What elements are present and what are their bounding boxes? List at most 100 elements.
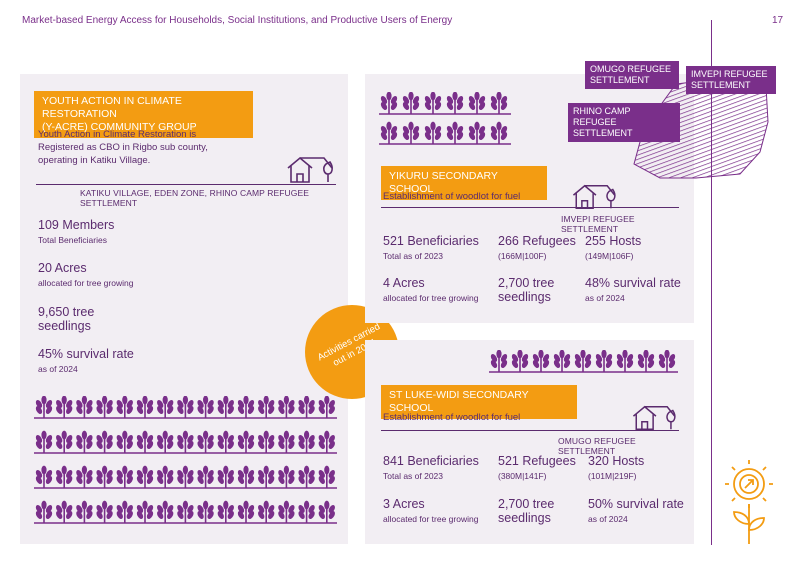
seedling-icon: [446, 92, 464, 114]
vertical-divider: [711, 20, 712, 545]
seedling-icon: [318, 465, 335, 488]
seedling-icon: [56, 500, 73, 523]
yikuru-location: IMVEPI REFUGEE SETTLEMENT: [561, 214, 635, 234]
seedling-icon: [116, 430, 133, 453]
seedling-icon: [490, 350, 508, 372]
seedling-icon: [116, 500, 133, 523]
seedling-icon: [298, 396, 315, 418]
seedling-icon: [637, 350, 655, 372]
seedling-icon: [76, 396, 93, 418]
seedling-icon: [595, 350, 613, 372]
seedling-icon: [96, 430, 113, 453]
seedling-icon: [468, 121, 486, 144]
seedling-icon: [35, 500, 53, 523]
stat-survival: 45% survival rate as of 2024: [38, 347, 134, 374]
seedling-icon: [217, 430, 234, 453]
seedling-icon: [318, 396, 335, 418]
seedling-icon: [197, 396, 214, 418]
seedling-icon: [298, 500, 315, 523]
seedling-icon: [56, 430, 73, 453]
seedling-icon: [258, 500, 275, 523]
gear-plant-icon: [725, 460, 773, 544]
seedling-icon: [553, 350, 571, 372]
seedling-icon: [76, 430, 93, 453]
location-divider: [381, 207, 679, 208]
seedling-icon: [237, 500, 255, 523]
seedling-icon: [532, 350, 550, 372]
seedling-icon: [157, 500, 174, 523]
seedling-icon: [278, 396, 295, 418]
seedling-icon: [76, 500, 93, 523]
seedling-icon: [318, 500, 335, 523]
seedling-icon: [402, 92, 420, 114]
seedling-icon: [380, 92, 398, 114]
seedling-icon: [318, 430, 335, 453]
stat-seedlings: 9,650 tree seedlings: [38, 305, 95, 333]
seedling-icon: [278, 430, 295, 453]
seedling-icon: [574, 350, 592, 372]
seedling-icon: [197, 500, 214, 523]
seedling-icon: [446, 121, 464, 144]
seedling-grid: [489, 350, 678, 373]
seedling-icon: [217, 500, 234, 523]
seedling-icon: [658, 350, 676, 372]
seedling-icon: [298, 465, 315, 488]
location-divider: [381, 430, 679, 431]
seedling-icon: [197, 465, 214, 488]
seedling-icon: [217, 396, 234, 418]
yikuru-hosts: 255 Hosts(149M|106F): [585, 234, 642, 261]
document-title: Market-based Energy Access for Household…: [22, 15, 453, 26]
y-acre-location: KATIKU VILLAGE, EDEN ZONE, RHINO CAMP RE…: [80, 188, 310, 208]
seedling-icon: [278, 500, 295, 523]
seedling-icon: [76, 465, 93, 488]
seedling-icon: [96, 465, 113, 488]
seedling-icon: [237, 465, 255, 488]
stat-members: 109 Members Total Beneficiaries: [38, 218, 115, 245]
seedling-icon: [468, 92, 486, 114]
house-with-plant-icon: [632, 405, 676, 430]
seedling-icon: [258, 430, 275, 453]
seedling-icon: [490, 92, 508, 114]
house-with-plant-icon: [287, 156, 333, 183]
yikuru-tag: YIKURU SECONDARY SCHOOL: [381, 166, 547, 200]
seedling-icon: [157, 396, 174, 418]
y-acre-card: YOUTH ACTION IN CLIMATE RESTORATION (Y-A…: [20, 74, 348, 544]
st-luke-location: OMUGO REFUGEE SETTLEMENT: [558, 436, 636, 456]
seedling-icon: [157, 465, 174, 488]
seedling-icon: [424, 121, 442, 144]
seedling-icon: [258, 396, 275, 418]
seedling-icon: [177, 500, 194, 523]
seedling-icon: [380, 121, 398, 144]
y-acre-tag: YOUTH ACTION IN CLIMATE RESTORATION (Y-A…: [34, 91, 253, 138]
seedling-icon: [511, 350, 529, 372]
seedling-icon: [157, 430, 174, 453]
seedling-icon: [136, 396, 154, 418]
seedling-icon: [35, 430, 53, 453]
seedling-icon: [197, 430, 214, 453]
seedling-icon: [402, 121, 420, 144]
seedling-icon: [490, 121, 508, 144]
seedling-icon: [35, 396, 53, 418]
yikuru-description: Establishment of woodlot for fuel: [383, 191, 521, 202]
seedling-icon: [616, 350, 634, 372]
seedling-icon: [278, 465, 295, 488]
seedling-icon: [136, 430, 154, 453]
seedling-icon: [136, 465, 154, 488]
seedling-icon: [237, 396, 255, 418]
y-acre-description: Youth Action in Climate Restoration is R…: [38, 129, 208, 166]
st-luke-card: ST LUKE-WIDI SECONDARY SCHOOL Establishm…: [365, 340, 694, 544]
seedling-icon: [298, 430, 315, 453]
st-luke-refugees: 521 Refugees(380M|141F): [498, 454, 576, 481]
seedling-icon: [217, 465, 234, 488]
seedling-icon: [136, 500, 154, 523]
st-luke-tag: ST LUKE-WIDI SECONDARY SCHOOL: [381, 385, 577, 419]
